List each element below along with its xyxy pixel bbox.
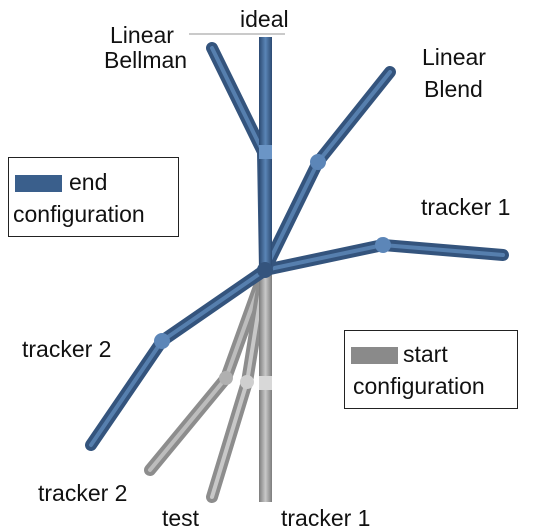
label-linear-bellman-line1: Linear [110,22,174,48]
legend-start-configuration: start configuration [344,330,518,409]
start-tracker1-joint [259,376,272,390]
label-tracker2-start: tracker 2 [38,480,128,506]
end-configuration-chains [85,37,509,451]
label-tracker1-start: tracker 1 [281,505,371,531]
legend-start-swatch [351,347,398,364]
legend-end-configuration: end configuration [8,157,179,237]
linear-blend-chain [259,66,396,276]
linear-bellman-chain [206,42,271,276]
legend-start-word1: start [403,341,448,367]
label-tracker2-end: tracker 2 [22,336,112,362]
start-configuration-chains [144,264,272,503]
legend-end-word1: end [69,169,108,195]
label-linear-bellman-line2: Bellman [104,47,188,73]
start-test-joint [240,375,254,389]
ideal-joint [259,145,272,159]
label-test: test [162,505,200,531]
label-ideal: ideal [240,6,289,32]
base-joint [257,262,273,278]
legend-end-word2: configuration [13,201,145,227]
legend-start-word2: configuration [353,373,485,399]
end-tracker1-joint [375,237,391,253]
label-tracker1-end: tracker 1 [421,194,511,220]
label-linear-blend-line2: Blend [424,76,483,102]
linear-blend-joint [310,154,326,170]
legend-end-swatch [15,175,62,192]
end-tracker2-joint [154,333,170,349]
label-linear-blend-line1: Linear [422,44,486,70]
linear-bellman-highlight [210,46,267,272]
start-tracker2-joint [219,371,233,385]
